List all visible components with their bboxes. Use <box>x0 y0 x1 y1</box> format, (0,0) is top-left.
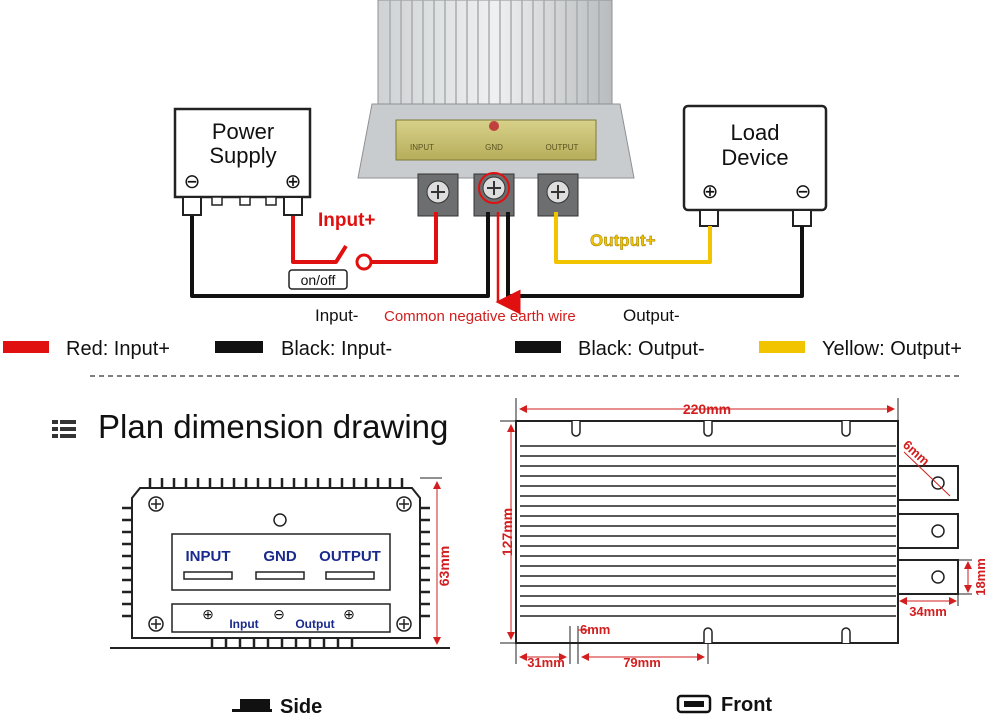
wire-input-plus-a <box>291 216 348 264</box>
side-terminal-plus-2: ⊕ <box>343 606 355 622</box>
power-supply-label-1: Power <box>212 119 274 144</box>
output-plus-label: Output+ <box>590 231 656 250</box>
legend-swatch-black-output <box>515 341 561 353</box>
wire-input-minus <box>190 212 490 298</box>
front-view <box>515 420 959 644</box>
side-caption-icon <box>232 699 272 712</box>
load-device-label-2: Device <box>721 145 788 170</box>
converter-input-label: INPUT <box>410 143 434 152</box>
front-bottom-dimensions <box>515 626 709 664</box>
switch-label: on/off <box>301 272 336 288</box>
front-terminal-depth-label: 34mm <box>909 604 947 619</box>
switch-contact <box>355 253 373 271</box>
legend-swatch-red <box>3 341 49 353</box>
wires <box>190 212 804 315</box>
side-terminal-plus-1: ⊕ <box>202 606 214 622</box>
side-height-dimension <box>420 477 442 649</box>
front-height-dimension <box>500 420 516 644</box>
load-device-label-1: Load <box>731 120 780 145</box>
wire-input-plus-b <box>372 212 438 264</box>
terminal-gnd <box>473 172 515 217</box>
side-terminal-output-label: Output <box>295 617 334 631</box>
input-minus-label: Input- <box>315 306 358 325</box>
side-view <box>110 478 450 649</box>
power-supply-minus-icon: ⊖ <box>184 171 201 193</box>
common-earth-label: Common negative earth wire <box>384 308 576 325</box>
front-caption: Front <box>721 694 772 716</box>
front-terminal-depth-dimension <box>897 594 959 606</box>
front-hole-dimension <box>903 451 951 497</box>
load-device-minus-icon: ⊖ <box>795 181 812 203</box>
load-device-plus-icon: ⊕ <box>702 181 719 203</box>
front-left-offset-label: 31mm <box>527 655 565 670</box>
legend-yellow-label: Yellow: Output+ <box>822 338 962 360</box>
input-plus-label: Input+ <box>318 210 376 231</box>
front-caption-icon <box>676 694 712 714</box>
front-terminal-width-dimension <box>958 559 972 595</box>
legend-black-output-label: Black: Output- <box>578 338 705 360</box>
load-device: Load Device ⊕ ⊖ <box>682 104 828 227</box>
power-supply: Power Supply ⊖ ⊕ <box>173 107 312 216</box>
legend-red-label: Red: Input+ <box>66 338 170 360</box>
converter-gnd-label: GND <box>485 143 503 152</box>
legend-swatch-yellow <box>759 341 805 353</box>
side-input-label: INPUT <box>186 548 231 565</box>
side-height-label: 63mm <box>436 546 452 586</box>
wire-color-legend: Red: Input+ Black: Input- Black: Output-… <box>3 338 962 360</box>
converter-output-label: OUTPUT <box>546 143 579 152</box>
power-supply-label-2: Supply <box>209 143 276 168</box>
side-terminal-input-label: Input <box>229 617 258 631</box>
front-width-label: 220mm <box>683 401 731 417</box>
front-terminal-width-label: 18mm <box>973 558 988 596</box>
wire-output-plus <box>554 212 712 264</box>
side-output-label: OUTPUT <box>319 548 381 565</box>
output-minus-label: Output- <box>623 306 680 325</box>
terminal-output <box>537 173 579 217</box>
wire-output-minus <box>506 212 804 298</box>
plan-title-icon <box>52 420 76 438</box>
converter-device: INPUT GND OUTPUT <box>357 0 635 217</box>
legend-black-input-label: Black: Input- <box>281 338 392 360</box>
power-supply-plus-icon: ⊕ <box>285 171 302 193</box>
side-caption: Side <box>280 696 322 716</box>
front-width-dimension <box>515 398 899 420</box>
legend-swatch-black-input <box>215 341 263 353</box>
front-slot-label: 6mm <box>580 622 610 637</box>
plan-title: Plan dimension drawing <box>98 408 448 445</box>
front-spacing-label: 79mm <box>623 655 661 670</box>
front-height-label: 127mm <box>499 508 515 556</box>
switch-label-box <box>288 269 348 290</box>
terminal-input <box>417 173 459 217</box>
side-gnd-label: GND <box>263 548 297 565</box>
side-terminal-minus: ⊖ <box>273 606 285 622</box>
